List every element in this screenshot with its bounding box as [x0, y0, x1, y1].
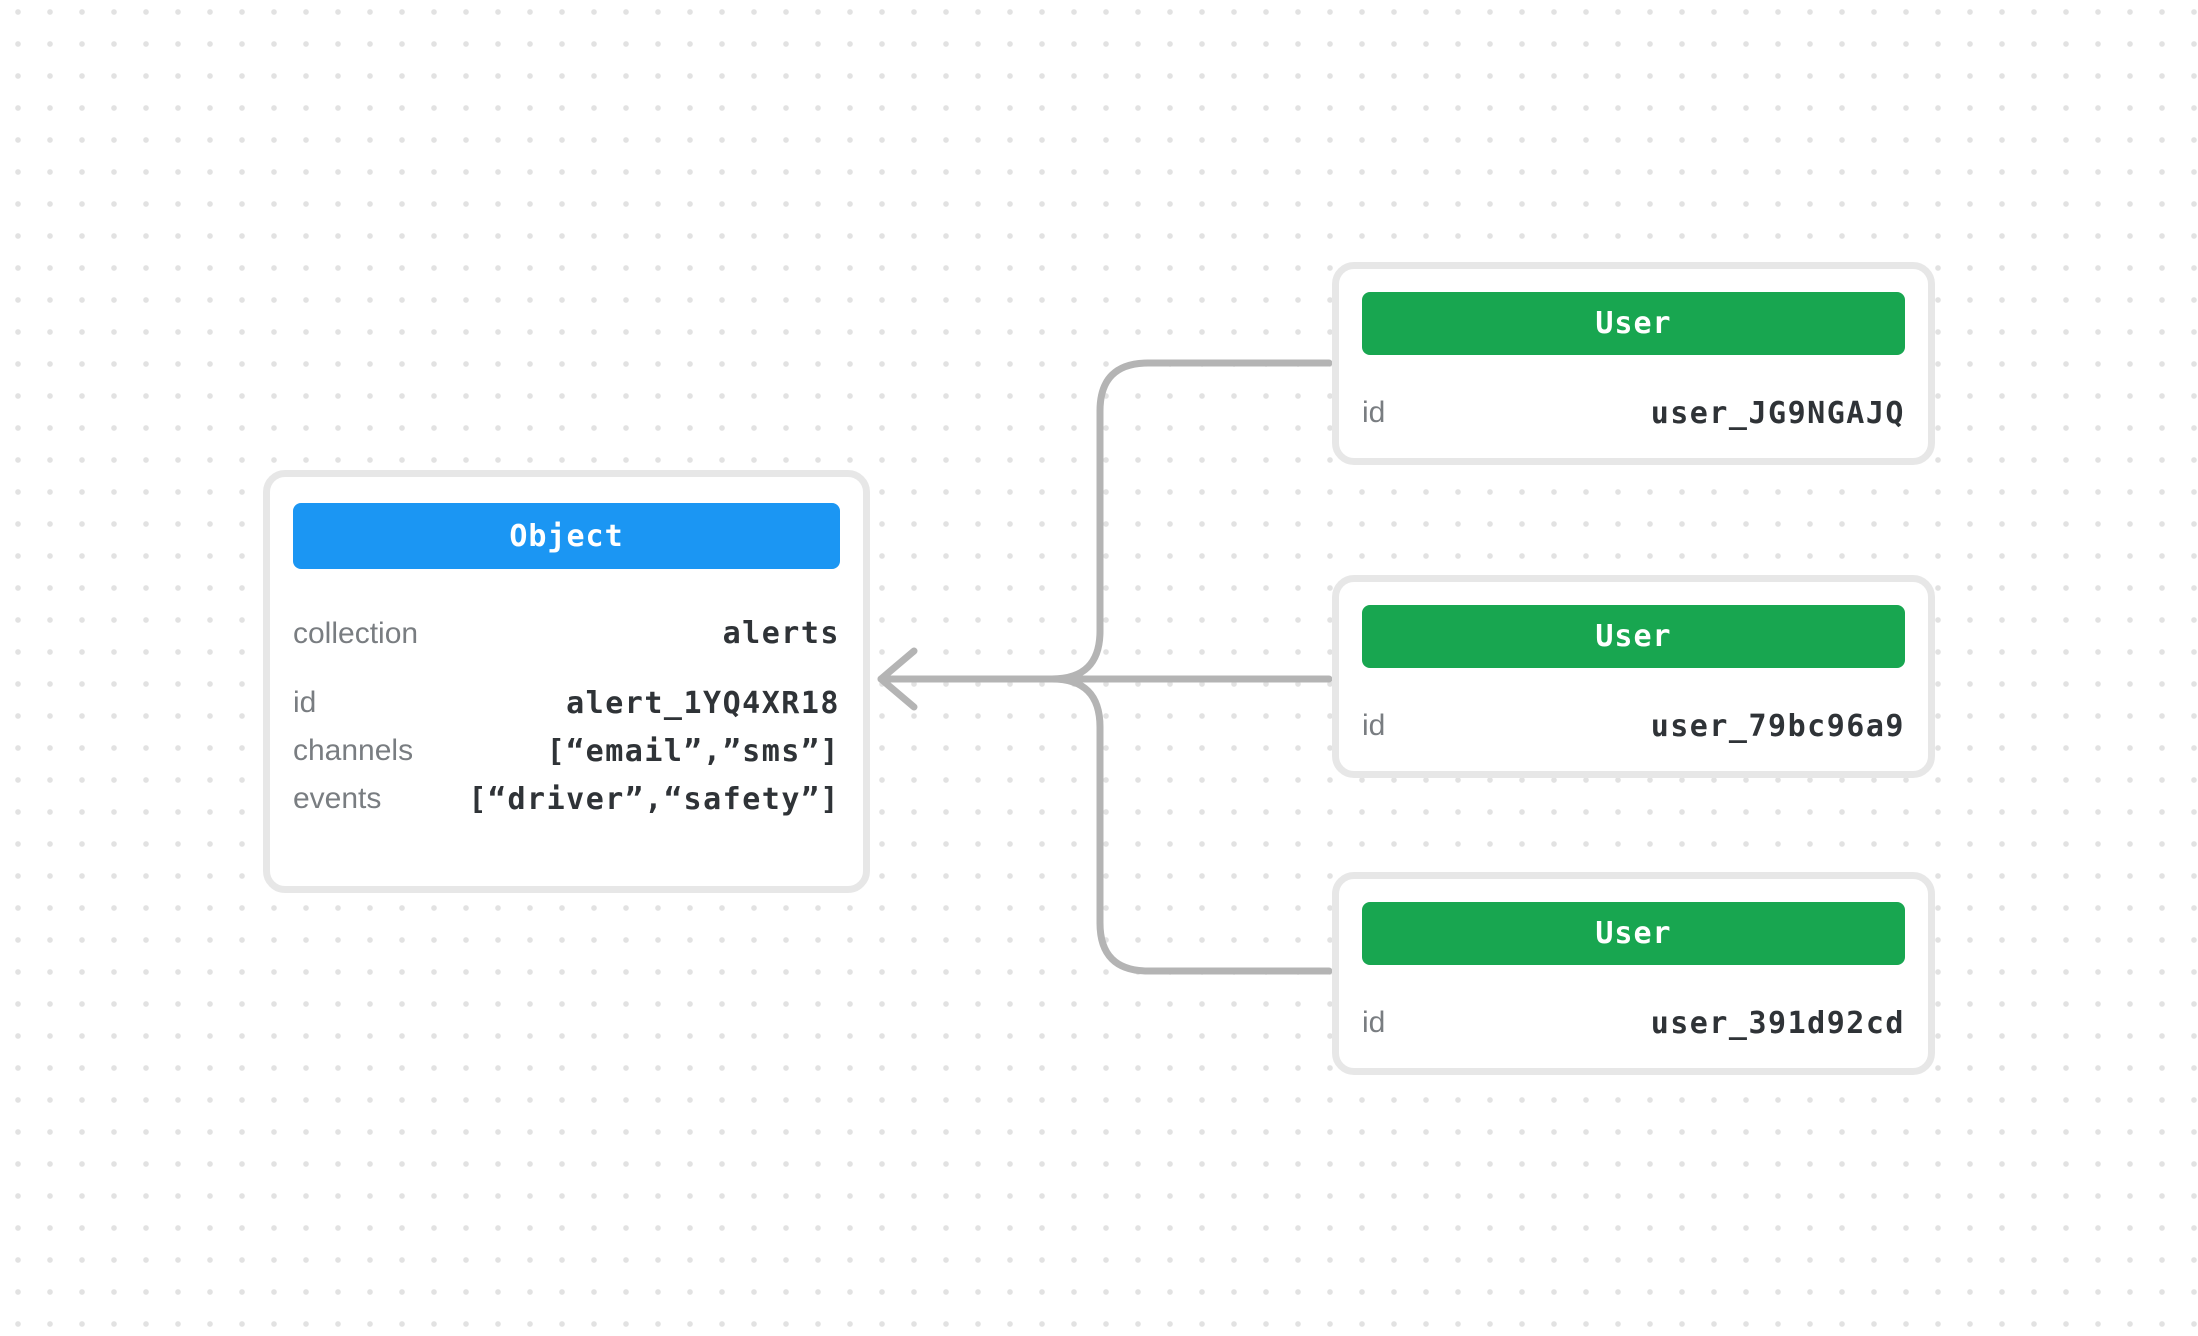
connector-user3-wire	[1048, 675, 1333, 975]
field-label: id	[1362, 396, 1386, 429]
user-card-2[interactable]: User id user_79bc96a9	[1332, 575, 1935, 778]
field-label: events	[293, 782, 382, 815]
field-label: id	[1362, 1006, 1386, 1039]
field-row: id user_JG9NGAJQ	[1362, 389, 1905, 437]
user-card-header: User	[1362, 902, 1905, 965]
field-value: alerts	[722, 616, 840, 651]
field-label: id	[1362, 709, 1386, 742]
field-row: events [“driver”,“safety”]	[293, 775, 840, 823]
field-value: alert_1YQ4XR18	[566, 685, 840, 721]
user-card-header: User	[1362, 292, 1905, 355]
arrowhead-icon	[877, 647, 918, 711]
user-card-1[interactable]: User id user_JG9NGAJQ	[1332, 262, 1935, 465]
field-label: collection	[293, 616, 419, 650]
field-row: id user_79bc96a9	[1362, 702, 1905, 750]
field-label: channels	[293, 734, 414, 767]
object-card[interactable]: Object collection alerts id alert_1YQ4XR…	[263, 470, 870, 893]
field-value: [“driver”,“safety”]	[468, 781, 840, 817]
object-card-header: Object	[293, 503, 840, 569]
field-row: collection alerts	[293, 610, 840, 657]
field-label: id	[293, 686, 317, 719]
field-row: channels [“email”,”sms”]	[293, 727, 840, 775]
connector-user1-wire	[1048, 359, 1333, 683]
field-row: id alert_1YQ4XR18	[293, 679, 840, 727]
user-card-header: User	[1362, 605, 1905, 668]
field-row: id user_391d92cd	[1362, 999, 1905, 1047]
field-value: user_79bc96a9	[1650, 708, 1905, 744]
user-card-3[interactable]: User id user_391d92cd	[1332, 872, 1935, 1075]
field-value: user_JG9NGAJQ	[1650, 395, 1905, 431]
field-value: user_391d92cd	[1650, 1005, 1905, 1041]
field-value: [“email”,”sms”]	[546, 733, 840, 769]
